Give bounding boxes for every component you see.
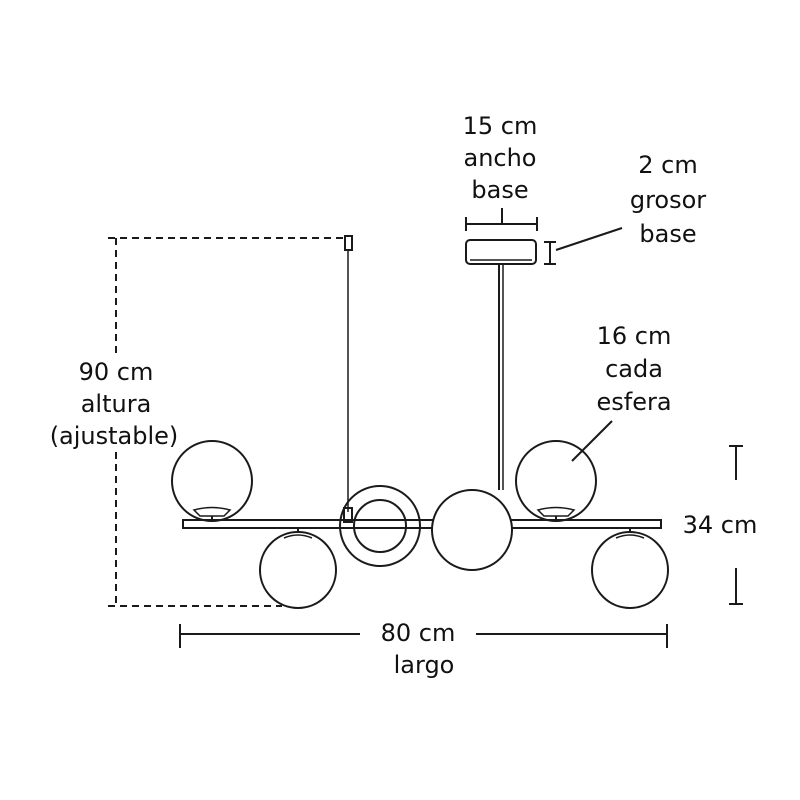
label-sphere: 16 cm cada esfera xyxy=(596,322,671,416)
base-thickness-dimension xyxy=(544,227,623,265)
depth-dimension xyxy=(729,445,743,605)
main-stem xyxy=(498,264,504,490)
svg-text:15 cm: 15 cm xyxy=(463,112,538,140)
label-base-width: 15 cm ancho base xyxy=(463,112,538,204)
svg-text:(ajustable): (ajustable) xyxy=(50,422,179,450)
svg-text:34 cm: 34 cm xyxy=(683,511,758,539)
globe-lower-right xyxy=(591,531,669,609)
globe-center xyxy=(431,489,513,571)
label-height: 90 cm altura (ajustable) xyxy=(50,358,179,450)
length-dimension xyxy=(179,624,668,648)
globe-lower-left xyxy=(259,531,337,609)
sphere-leader-line xyxy=(571,420,613,462)
globe-upper-right xyxy=(515,440,597,522)
suspension-cable xyxy=(343,235,353,523)
svg-text:cada: cada xyxy=(605,355,663,383)
base-width-dimension xyxy=(465,208,538,231)
svg-text:base: base xyxy=(639,220,696,248)
svg-text:ancho: ancho xyxy=(463,144,536,172)
globe-upper-left xyxy=(171,440,253,522)
center-ring xyxy=(339,485,421,567)
height-dimension xyxy=(108,237,344,607)
svg-text:altura: altura xyxy=(81,390,152,418)
ceiling-base xyxy=(465,239,537,265)
label-base-thickness: 2 cm grosor base xyxy=(630,151,706,248)
horizontal-arm xyxy=(182,519,662,529)
svg-text:grosor: grosor xyxy=(630,186,706,214)
upper-holders xyxy=(192,506,576,520)
svg-text:largo: largo xyxy=(394,651,455,679)
svg-text:base: base xyxy=(471,176,528,204)
svg-text:80 cm: 80 cm xyxy=(381,619,456,647)
label-length: 80 cm largo xyxy=(381,619,456,679)
svg-text:2 cm: 2 cm xyxy=(638,151,697,179)
label-depth: 34 cm xyxy=(683,511,758,539)
svg-text:16 cm: 16 cm xyxy=(597,322,672,350)
svg-text:90 cm: 90 cm xyxy=(79,358,154,386)
svg-text:esfera: esfera xyxy=(596,388,671,416)
